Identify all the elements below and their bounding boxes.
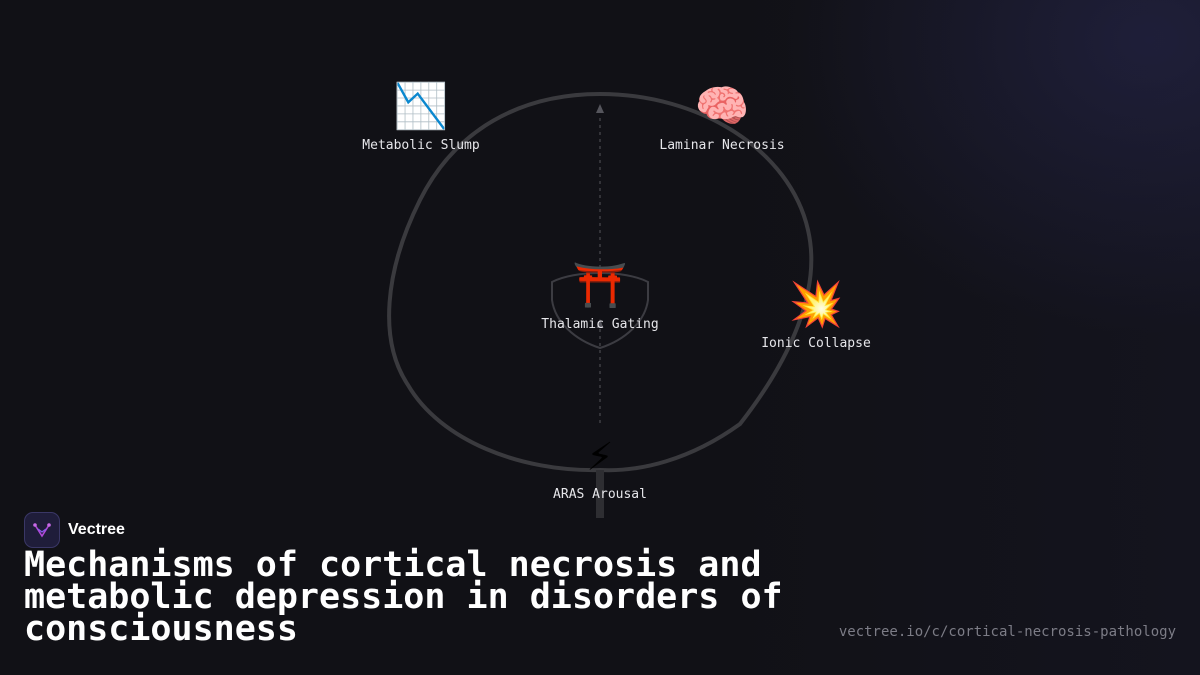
node-label: Metabolic Slump — [362, 138, 480, 153]
thalamus-shape — [551, 272, 649, 350]
node-label: Thalamic Gating — [541, 317, 659, 332]
vectree-logo-icon — [24, 512, 60, 548]
torii-gate-icon: ⛩️ — [572, 260, 628, 311]
node-ionic-collapse: 💥 Ionic Collapse — [761, 279, 871, 352]
pathway-lower-arrow — [596, 319, 604, 328]
pathway-upper-arrow — [596, 104, 604, 113]
node-metabolic-slump: 📉 Metabolic Slump — [362, 81, 480, 154]
source-url[interactable]: vectree.io/c/cortical-necrosis-pathology — [838, 624, 1176, 640]
brand-name: Vectree — [68, 521, 125, 538]
node-label: Ionic Collapse — [761, 336, 871, 351]
collision-icon: 💥 — [788, 279, 844, 330]
node-label: Laminar Necrosis — [659, 138, 785, 153]
chart-decreasing-icon: 📉 — [393, 81, 449, 132]
brain-icon: 🧠 — [694, 81, 750, 132]
page-title: Mechanisms of cortical necrosis and meta… — [24, 545, 783, 649]
node-label: ARAS Arousal — [553, 487, 647, 502]
node-aras-arousal: ⚡ ARAS Arousal — [553, 430, 647, 503]
lightning-icon: ⚡ — [586, 430, 614, 481]
brand: Vectree — [24, 512, 125, 548]
node-thalamic-gating: ⛩️ Thalamic Gating — [541, 260, 659, 333]
brainstem — [596, 470, 604, 518]
node-laminar-necrosis: 🧠 Laminar Necrosis — [659, 81, 785, 154]
